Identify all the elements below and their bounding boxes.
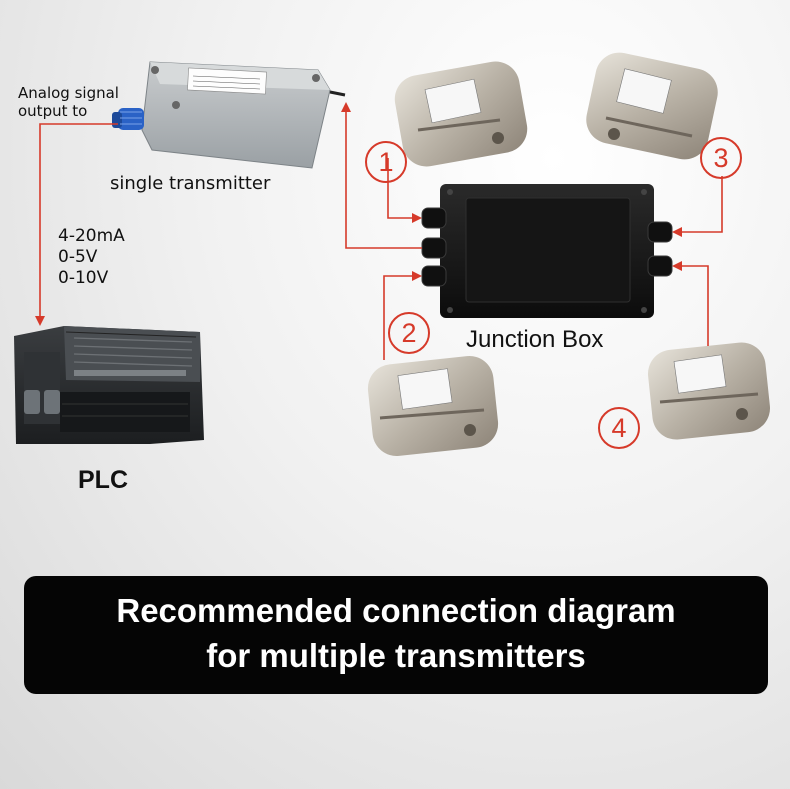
load-cell-3 (586, 52, 718, 160)
plc-label: PLC (78, 466, 128, 494)
junction-box (421, 184, 673, 318)
banner-text: Recommended connection diagram for multi… (24, 588, 768, 678)
sensor-number-3: 3 (700, 137, 742, 179)
load-cell-2 (367, 356, 499, 456)
junction-box-label: Junction Box (466, 326, 604, 353)
load-cell-1 (394, 61, 528, 167)
single-transmitter-box (112, 61, 346, 169)
analog-label-line2: output to (18, 102, 88, 120)
arrow-sensor3-to-junction (672, 176, 723, 237)
cable-gland-icon (112, 108, 144, 130)
arrow-sensor4-to-junction (672, 261, 709, 346)
signal-0-10v: 0-10V (58, 268, 109, 288)
arrow-sensor2-to-junction (383, 271, 422, 360)
connection-diagram (14, 52, 771, 456)
banner-line1: Recommended connection diagram (116, 592, 676, 629)
sensor-number-2: 2 (388, 312, 430, 354)
analog-signal-label: Analog signal output to (18, 84, 119, 120)
sensor-number-4: 4 (598, 407, 640, 449)
analog-label-line1: Analog signal (18, 84, 119, 102)
banner-line2: for multiple transmitters (206, 637, 586, 674)
signal-types: 4-20mA 0-5V 0-10V (58, 226, 125, 289)
signal-0-5v: 0-5V (58, 247, 98, 267)
caption-banner: Recommended connection diagram for multi… (24, 576, 768, 694)
arrow-transmitter-to-plc (35, 123, 118, 326)
plc-device (14, 326, 204, 444)
arrow-junction-to-transmitter (341, 102, 422, 249)
sensor-number-1: 1 (365, 141, 407, 183)
single-transmitter-label: single transmitter (110, 173, 271, 194)
signal-4-20ma: 4-20mA (58, 226, 125, 246)
load-cell-4 (647, 342, 771, 440)
